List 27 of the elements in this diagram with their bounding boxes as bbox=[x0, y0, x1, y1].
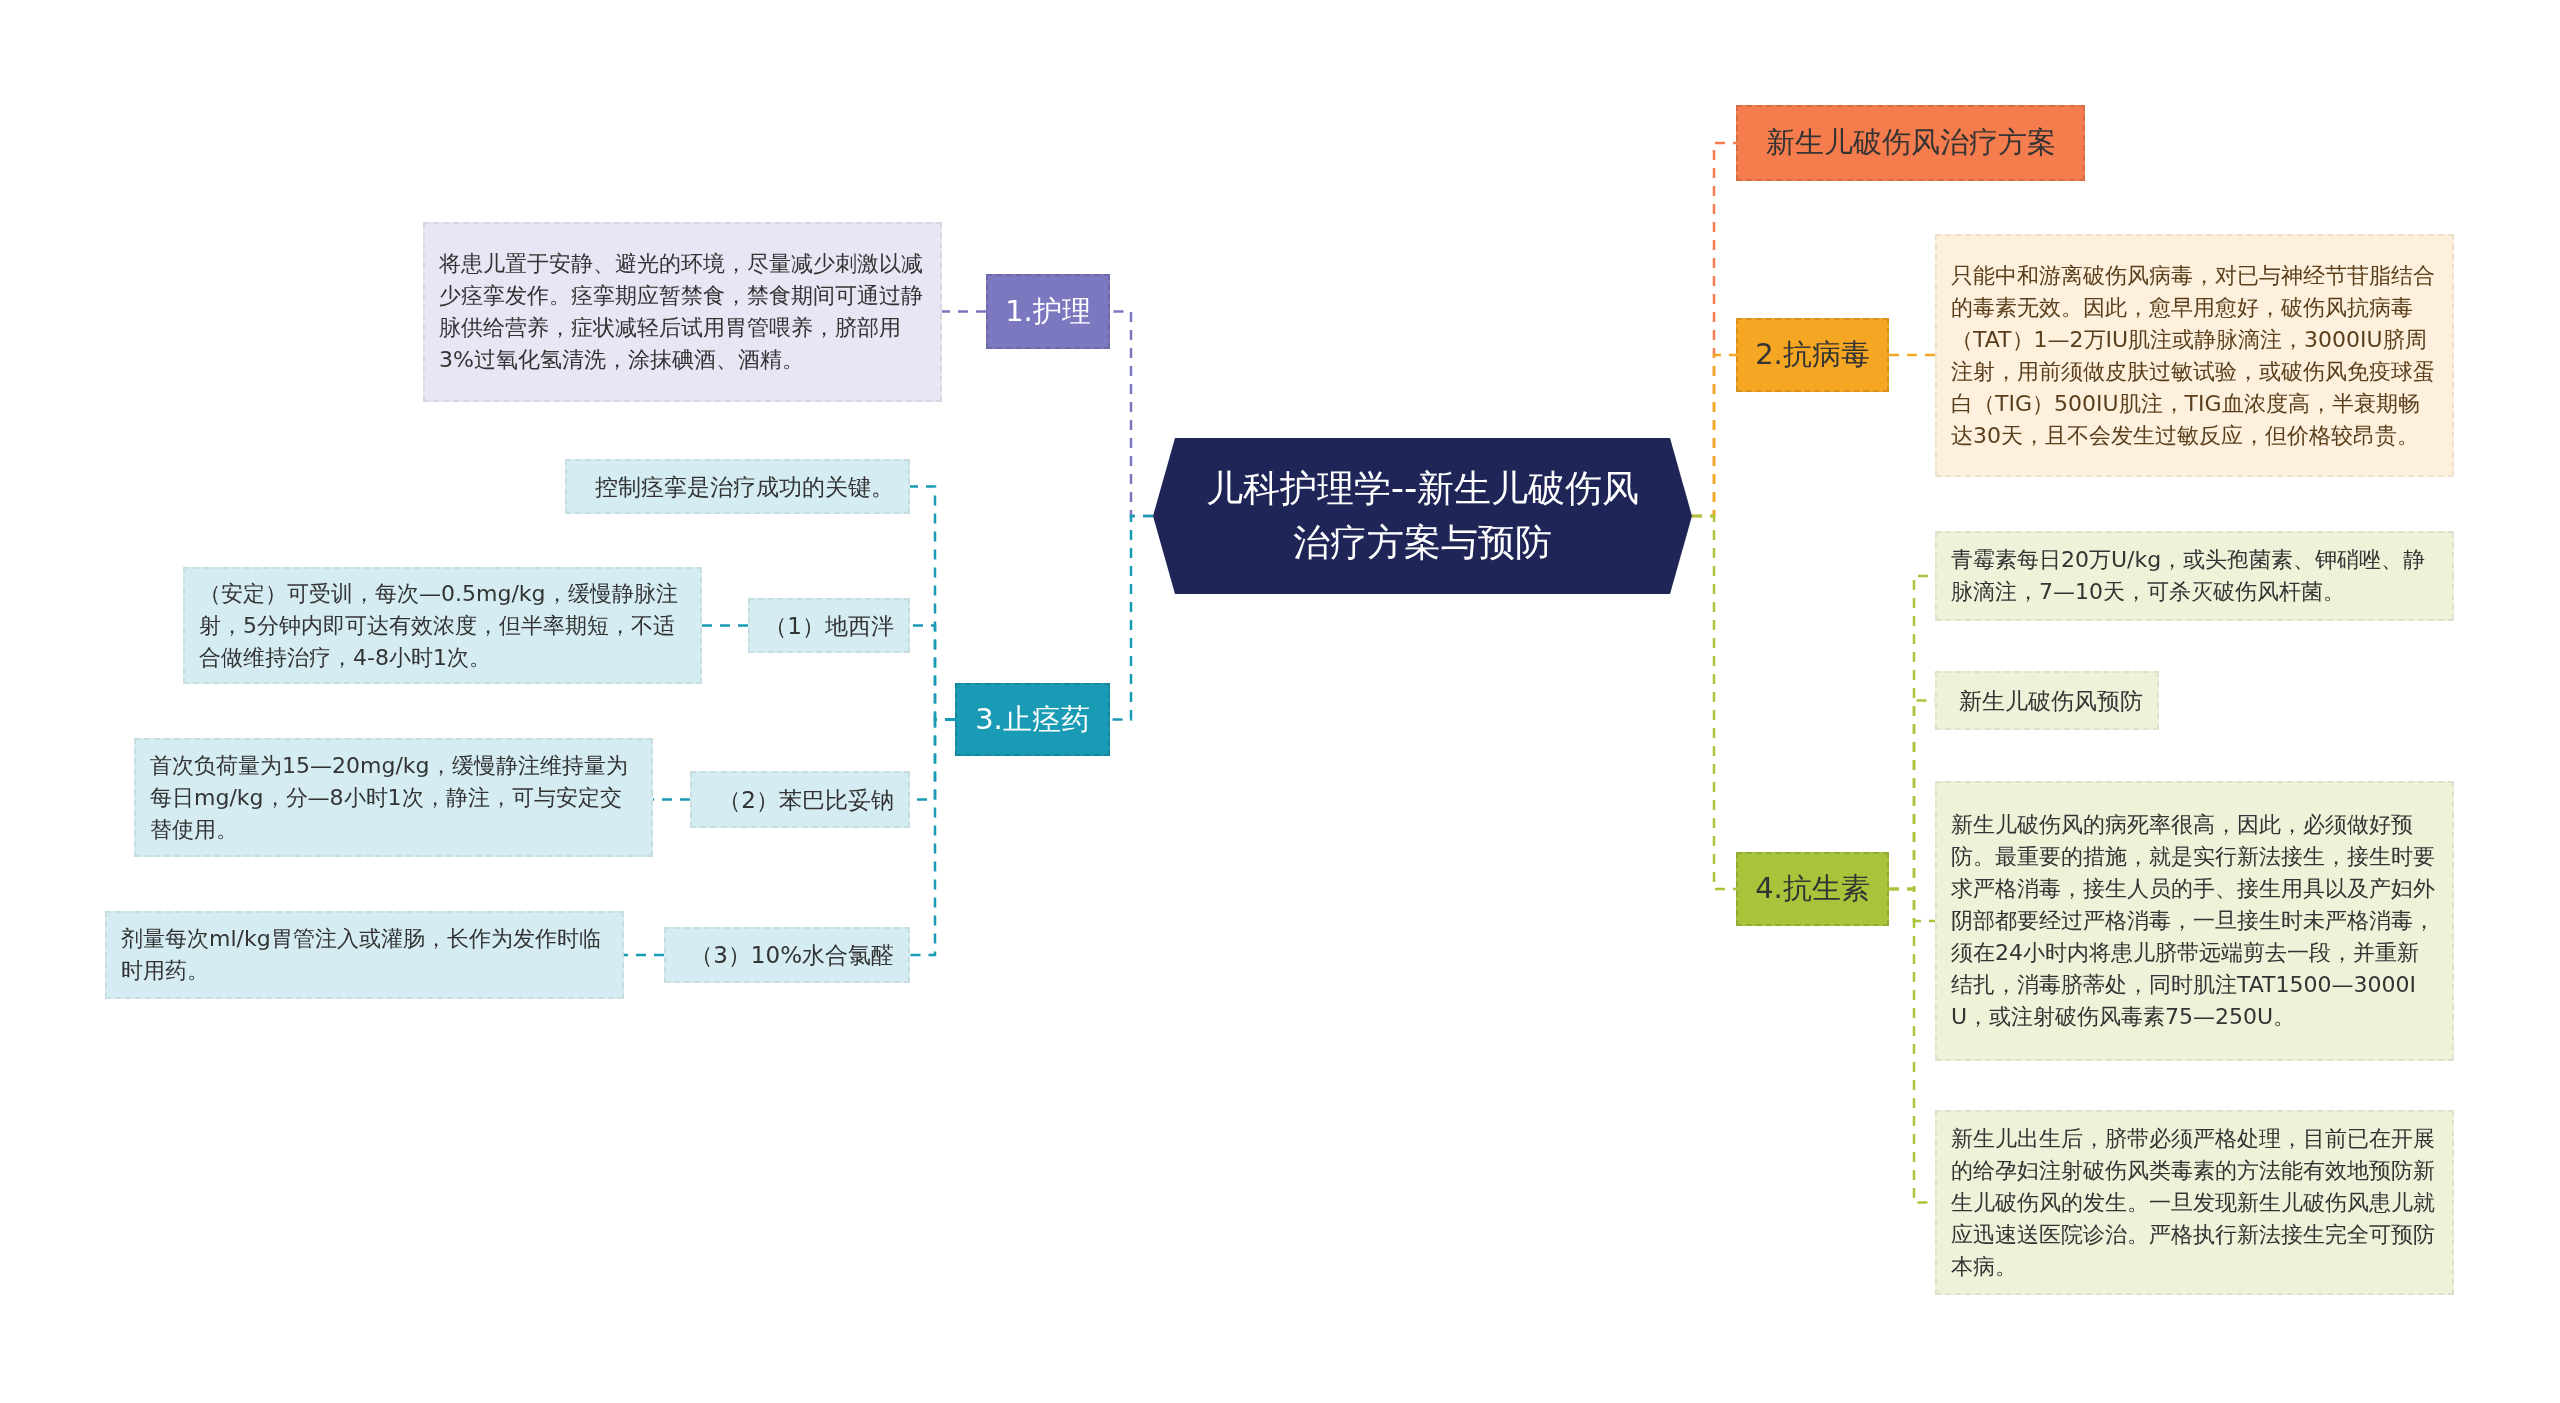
connector-line bbox=[1889, 353, 1935, 357]
note-text: 只能中和游离破伤风病毒，对已与神经节苷脂结合的毒素无效。因此，愈早用愈好，破伤风抗病毒（TAT）1—2万IU肌注或静脉滴注，3000IU脐周注射，用前须做皮肤过敏试验，或破伤风免疫球蛋白（TIG）500IU肌注，TIG血浓度高，半衰期畅达30天，且不会发生过敏反应，但价格较昂贵。 bbox=[1935, 234, 2454, 477]
note-text: 剂量每次ml/kg胃管注入或灌肠，长作为发作时临时用药。 bbox=[105, 911, 624, 999]
subtopic: （2）苯巴比妥钠 bbox=[690, 771, 910, 828]
central-topic-title: 儿科护理学--新生儿破伤风治疗方案与预防 bbox=[1204, 466, 1641, 566]
central-topic-hexagon bbox=[1153, 438, 1692, 594]
branch-topic: 新生儿破伤风治疗方案 bbox=[1736, 105, 2085, 181]
subtopic: 新生儿破伤风预防 bbox=[1935, 671, 2159, 730]
connector-line bbox=[1110, 514, 1153, 721]
connector-line bbox=[624, 953, 664, 957]
note-text: （安定）可受训，每次—0.5mg/kg，缓慢静脉注射，5分钟内即可达有效浓度，但半率期短，不适合做维持治疗，4-8小时1次。 bbox=[183, 567, 702, 684]
note-text: 新生儿破伤风的病死率很高，因此，必须做好预防。最重要的措施，就是实行新法接生，接生时要求严格消毒，接生人员的手、接生用具以及产妇外阴部都要经过严格消毒，一旦接生时未严格消毒，须在24小时内将患儿脐带远端剪去一段，并重新结扎，消毒脐蒂处，同时肌注TAT1500—3000IU，或注射破伤风毒素75—250U。 bbox=[1935, 781, 2454, 1061]
connector-line bbox=[1692, 514, 1736, 891]
branch-topic: 1.护理 bbox=[986, 274, 1110, 349]
connector-line bbox=[702, 624, 748, 627]
connector-line bbox=[910, 718, 955, 957]
branch-topic: 3.止痉药 bbox=[955, 683, 1110, 756]
note-text: 新生儿出生后，脐带必须严格处理，目前已在开展的给孕妇注射破伤风类毒素的方法能有效地预防新生儿破伤风的发生。一旦发现新生儿破伤风患儿就应迅速送医院诊治。严格执行新法接生完全可预防本病。 bbox=[1935, 1110, 2454, 1295]
subtopic: 控制痉挛是治疗成功的关键。 bbox=[565, 459, 910, 514]
note-text: 首次负荷量为15—20mg/kg，缓慢静注维持量为每日mg/kg，分—8小时1次，静注，可与安定交替使用。 bbox=[134, 738, 653, 857]
note-text: 将患儿置于安静、避光的环境，尽量减少刺激以减少痉挛发作。痉挛期应暂禁食，禁食期间可通过静脉供给营养，症状减轻后试用胃管喂养，脐部用3%过氧化氢清洗，涂抹碘酒、酒精。 bbox=[423, 222, 942, 402]
branch-topic: 4.抗生素 bbox=[1736, 852, 1889, 926]
connector-line bbox=[942, 310, 986, 313]
branch-topic: 2.抗病毒 bbox=[1736, 318, 1889, 392]
subtopic: （1）地西泮 bbox=[748, 598, 910, 653]
note-text: 青霉素每日20万U/kg，或头孢菌素、钾硝唑、静脉滴注，7—10天，可杀灭破伤风杆菌。 bbox=[1935, 531, 2454, 621]
subtopic: （3）10%水合氯醛 bbox=[664, 927, 910, 983]
